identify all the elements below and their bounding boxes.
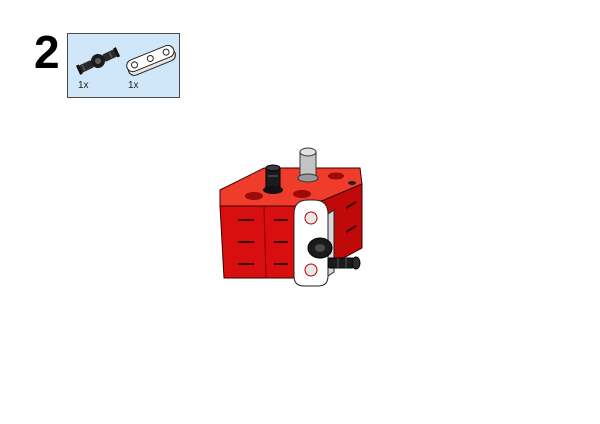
beam-3-icon	[126, 44, 176, 76]
part-count: 1x	[78, 80, 89, 91]
assembly-model-illustration	[219, 147, 363, 287]
step-number: 2	[34, 26, 60, 78]
part-count: 1x	[128, 80, 139, 91]
axle-pin-connector-icon	[75, 47, 121, 75]
parts-list-callout: 1x 1x	[67, 33, 180, 98]
